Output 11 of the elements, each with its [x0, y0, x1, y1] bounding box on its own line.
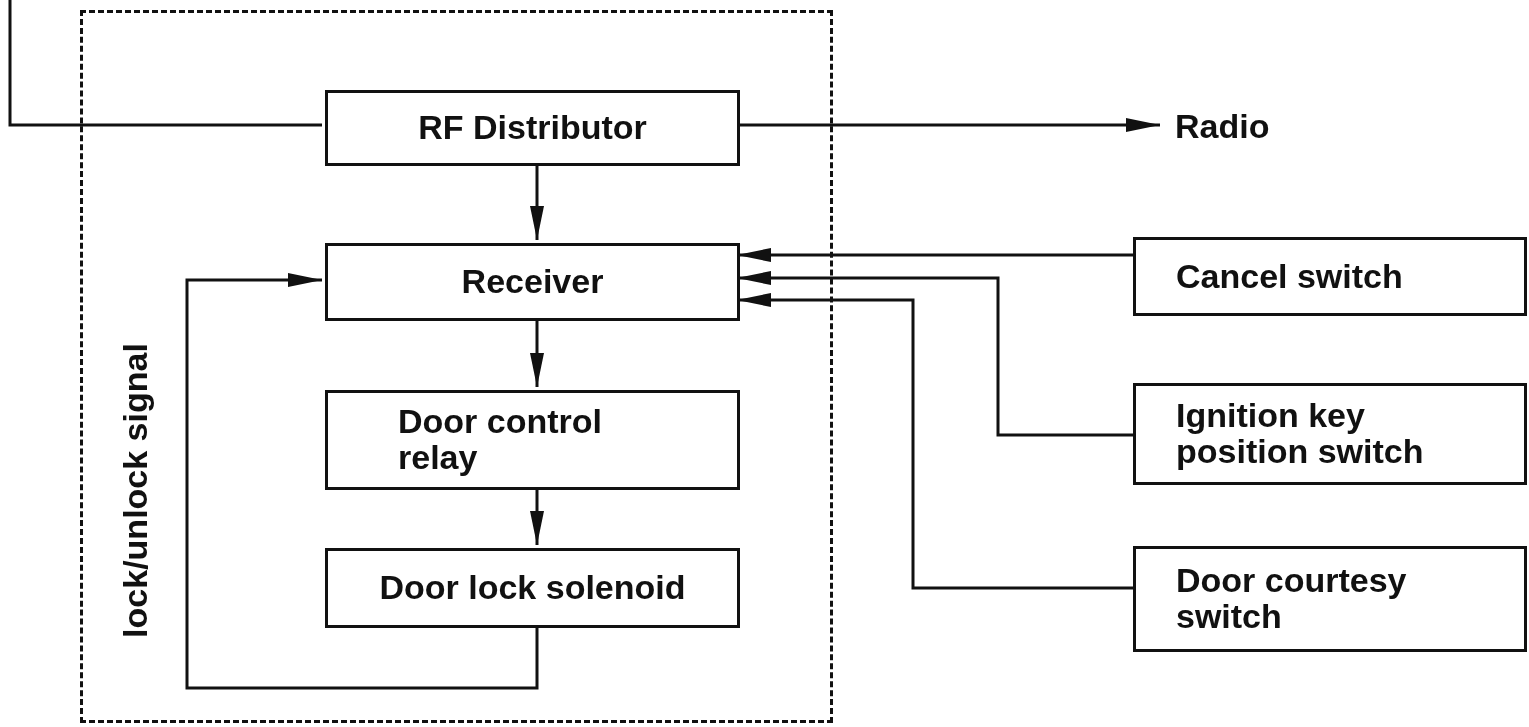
- block-box: Ignition key position switch: [1133, 383, 1527, 485]
- output-label: Radio: [1160, 100, 1320, 152]
- connector-arrow: [185, 273, 539, 690]
- block-box: Door control relay: [325, 390, 740, 490]
- block-box: Cancel switch: [1133, 237, 1527, 316]
- block-box: Door lock solenoid: [325, 548, 740, 628]
- dashed-boundary: [80, 10, 833, 723]
- edge-label: lock/unlock signal: [115, 342, 155, 638]
- block-box: Receiver: [325, 243, 740, 321]
- block-box: RF Distributor: [325, 90, 740, 166]
- block-box: Door courtesy switch: [1133, 546, 1527, 652]
